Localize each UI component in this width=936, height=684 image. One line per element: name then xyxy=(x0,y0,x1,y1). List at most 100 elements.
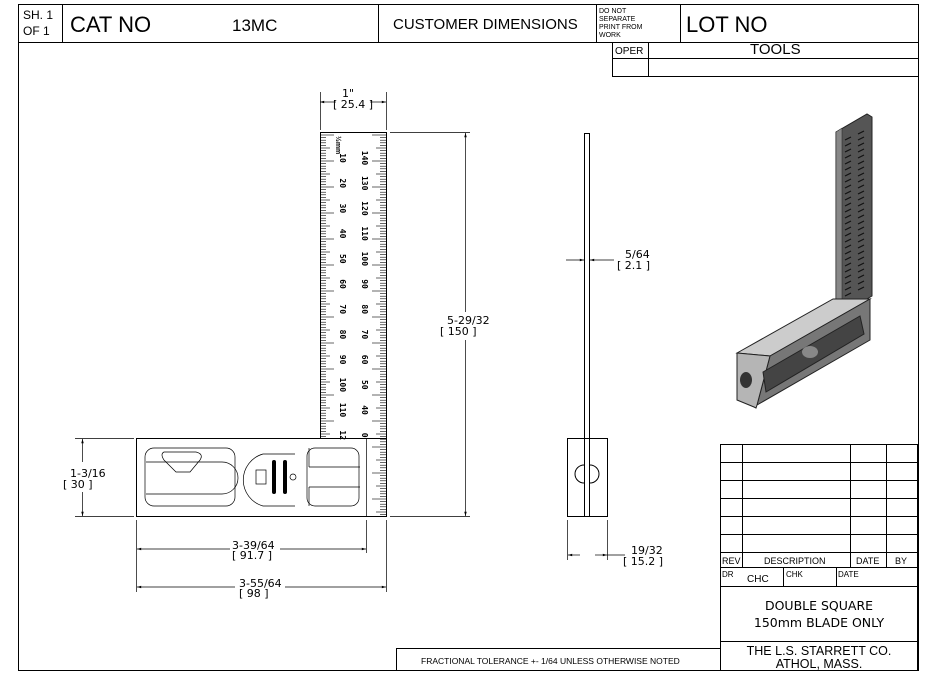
date-label: DATE xyxy=(856,556,879,566)
iso-ruler-mark xyxy=(857,172,865,177)
by-label: BY xyxy=(895,556,907,566)
iso-ruler-mark xyxy=(857,232,865,237)
iso-ruler-mark xyxy=(857,286,865,291)
dim-body-thickness: 19/32 xyxy=(631,544,663,557)
isometric-view xyxy=(735,113,873,409)
level-vial-slot-left xyxy=(144,447,236,507)
ruler-number: 140 xyxy=(360,151,369,166)
iso-ruler-mark xyxy=(857,226,865,231)
iso-ruler-mark xyxy=(857,154,865,159)
dr-value: CHC xyxy=(747,574,769,585)
chk-label: CHK xyxy=(786,570,804,579)
ruler-number: 110 xyxy=(338,403,347,418)
ruler-number: 100 xyxy=(360,252,369,267)
cat-no-value: 13MC xyxy=(232,16,277,35)
iso-ruler-mark xyxy=(857,160,865,165)
dim-blade-length: 5-29/32 xyxy=(447,314,490,327)
iso-ruler-mark xyxy=(857,148,865,153)
iso-ruler-mark xyxy=(857,178,865,183)
iso-ruler-mark xyxy=(844,196,852,201)
do-not-separate-3: PRINT FROM xyxy=(599,24,643,31)
side-blade xyxy=(584,133,590,517)
dr-label: DR xyxy=(722,570,734,579)
ruler-number: 100 xyxy=(338,378,347,393)
iso-ruler-mark xyxy=(857,208,865,213)
iso-ruler-mark xyxy=(844,136,852,141)
dim-body-height-mm: [ 30 ] xyxy=(63,478,93,491)
ruler-number: 70 xyxy=(338,304,347,314)
vial-ring xyxy=(272,460,276,494)
date2-label: DATE xyxy=(838,570,859,579)
iso-ruler-mark xyxy=(857,196,865,201)
iso-ruler-mark xyxy=(857,184,865,189)
iso-ruler-mark xyxy=(844,226,852,231)
iso-ruler-mark xyxy=(844,166,852,171)
tolerance-note: FRACTIONAL TOLERANCE +- 1/64 UNLESS OTHE… xyxy=(421,656,680,666)
dim-blade-length-mm: [ 150 ] xyxy=(440,325,477,338)
ruler-number: 0 xyxy=(360,433,369,438)
iso-ruler-mark xyxy=(844,262,852,267)
customer-dimensions: CUSTOMER DIMENSIONS xyxy=(393,16,578,33)
ruler-unit: ½mm xyxy=(334,136,342,154)
ruler-number: 90 xyxy=(338,355,347,365)
ruler-number: 80 xyxy=(338,330,347,340)
iso-ruler-mark xyxy=(857,238,865,243)
ruler-blade xyxy=(320,132,387,439)
ruler-number: 110 xyxy=(360,226,369,241)
iso-ruler-mark xyxy=(844,148,852,153)
ruler-number: 90 xyxy=(360,279,369,289)
iso-ruler-mark xyxy=(844,160,852,165)
side-body xyxy=(567,438,608,517)
company-name: THE L.S. STARRETT CO. xyxy=(747,644,892,658)
dim-overall-length-mm: [ 98 ] xyxy=(239,587,269,600)
iso-ruler-mark xyxy=(857,268,865,273)
cat-no-label: CAT NO xyxy=(70,12,151,37)
ruler-number: 120 xyxy=(360,201,369,216)
do-not-separate-4: WORK xyxy=(599,32,621,39)
dim-blade-thickness: 5/64 xyxy=(625,248,650,261)
drawing-frame xyxy=(18,4,919,671)
iso-ruler-mark xyxy=(844,142,852,147)
iso-ruler-mark xyxy=(857,166,865,171)
oper-label: OPER xyxy=(615,46,643,57)
ruler-numbers: 1020304050607080901001101214013012011010… xyxy=(338,151,369,440)
do-not-separate-2: SEPARATE xyxy=(599,16,636,23)
iso-ruler-mark xyxy=(844,280,852,285)
ruler-number: 130 xyxy=(360,176,369,191)
iso-ruler-mark xyxy=(844,286,852,291)
iso-ruler-mark xyxy=(857,280,865,285)
iso-ruler-mark xyxy=(857,244,865,249)
bubble-vial xyxy=(161,451,202,473)
vial-cap xyxy=(255,469,267,485)
iso-ruler-mark xyxy=(844,244,852,249)
iso-ruler-mark xyxy=(844,154,852,159)
ruler-number: 10 xyxy=(338,153,347,163)
title-block: REV DESCRIPTION DATE BY DR CHC CHK DATE … xyxy=(396,444,918,671)
iso-ruler-mark xyxy=(844,256,852,261)
iso-ruler-mark xyxy=(844,292,852,297)
front-view: 1020304050607080901001101214013012011010… xyxy=(63,87,490,600)
iso-ruler-mark xyxy=(857,214,865,219)
level-body xyxy=(136,438,387,517)
ruler-number: 50 xyxy=(338,254,347,264)
drawing-title: DOUBLE SQUARE xyxy=(765,598,873,613)
iso-ruler-mark xyxy=(844,202,852,207)
iso-ruler-mark xyxy=(857,202,865,207)
iso-ruler-mark xyxy=(857,142,865,147)
dim-blade-width: 1" xyxy=(342,87,354,100)
ruler-number: 12 xyxy=(338,430,347,440)
iso-ruler-mark xyxy=(857,262,865,267)
dim-body-height: 1-3/16 xyxy=(70,467,106,480)
ruler-number: 70 xyxy=(360,330,369,340)
lot-no-label: LOT NO xyxy=(686,12,768,37)
iso-ruler-mark xyxy=(844,178,852,183)
dim-body-inner-length-mm: [ 91.7 ] xyxy=(232,549,272,562)
ruler-number: 20 xyxy=(338,178,347,188)
ruler-number: 50 xyxy=(360,380,369,390)
vial-ring xyxy=(283,460,287,494)
iso-ruler-mark xyxy=(844,208,852,213)
iso-ruler-mark xyxy=(857,130,865,135)
ruler-number: 40 xyxy=(338,229,347,239)
dim-body-thickness-mm: [ 15.2 ] xyxy=(623,555,663,568)
